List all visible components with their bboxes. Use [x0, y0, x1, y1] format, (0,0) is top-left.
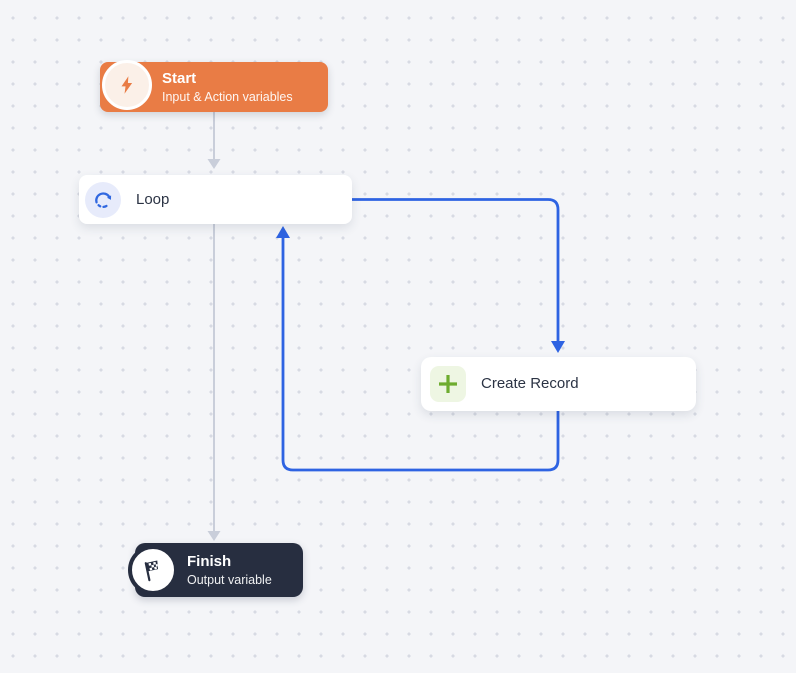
node-finish[interactable]: Finish Output variable [128, 543, 303, 597]
node-title: Start [162, 69, 197, 87]
arrowhead-down-icon [207, 159, 221, 169]
arrowhead-down-icon [551, 341, 565, 353]
node-title: Loop [136, 190, 170, 208]
loop-icon [85, 181, 121, 218]
node-title: Finish [187, 552, 232, 570]
arrowhead-down-icon [207, 531, 221, 541]
node-subtitle: Output variable [187, 572, 272, 587]
edge-loop-finish [207, 224, 221, 541]
node-loop[interactable]: Loop [79, 175, 352, 224]
edge-create-record-loop [276, 226, 560, 472]
lightning-icon [102, 60, 152, 110]
node-title: Create Record [481, 375, 579, 392]
arrowhead-up-icon [276, 226, 290, 238]
node-subtitle: Input & Action variables [162, 89, 293, 104]
flag-icon [128, 545, 178, 595]
node-create-record[interactable]: Create Record [421, 357, 696, 411]
node-start[interactable]: Start Input & Action variables [100, 60, 328, 112]
edge-start-loop [207, 112, 221, 169]
plus-icon [430, 366, 466, 402]
edge-loop-create-record [352, 198, 565, 353]
